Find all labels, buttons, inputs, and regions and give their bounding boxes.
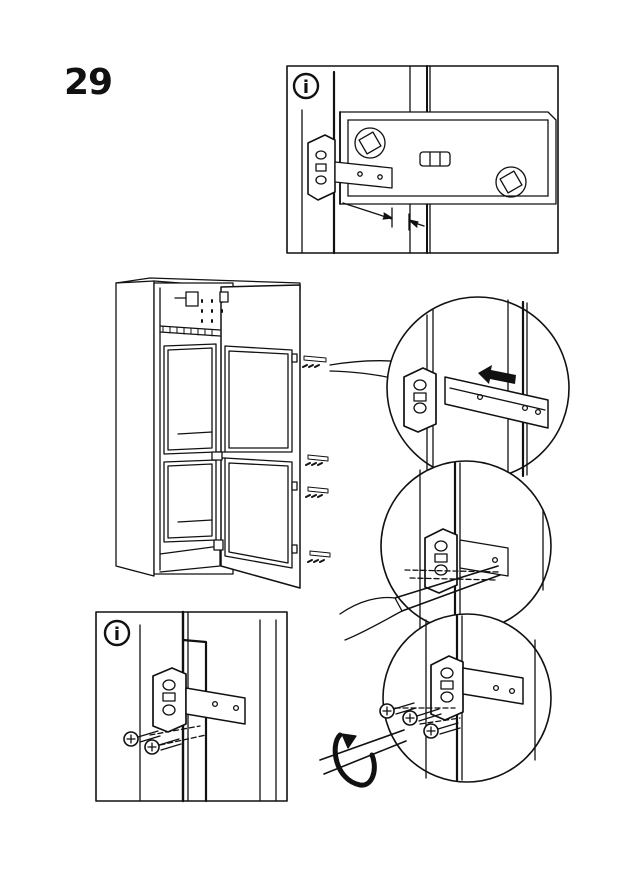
fridge-cabinet bbox=[116, 278, 300, 588]
bracket-parts bbox=[303, 356, 330, 562]
info-icon: i bbox=[105, 621, 129, 645]
detail-circle-1 bbox=[387, 297, 569, 479]
detail-circle-2 bbox=[340, 461, 551, 640]
svg-text:i: i bbox=[114, 624, 120, 645]
detail-circle-3 bbox=[320, 614, 551, 785]
info-panel-level: i bbox=[287, 66, 558, 253]
info-icon: i bbox=[294, 74, 318, 98]
info-panel-screws: i bbox=[96, 612, 287, 801]
svg-text:i: i bbox=[303, 77, 309, 98]
rotation-arrow-icon bbox=[335, 734, 374, 785]
spirit-level bbox=[340, 112, 556, 204]
